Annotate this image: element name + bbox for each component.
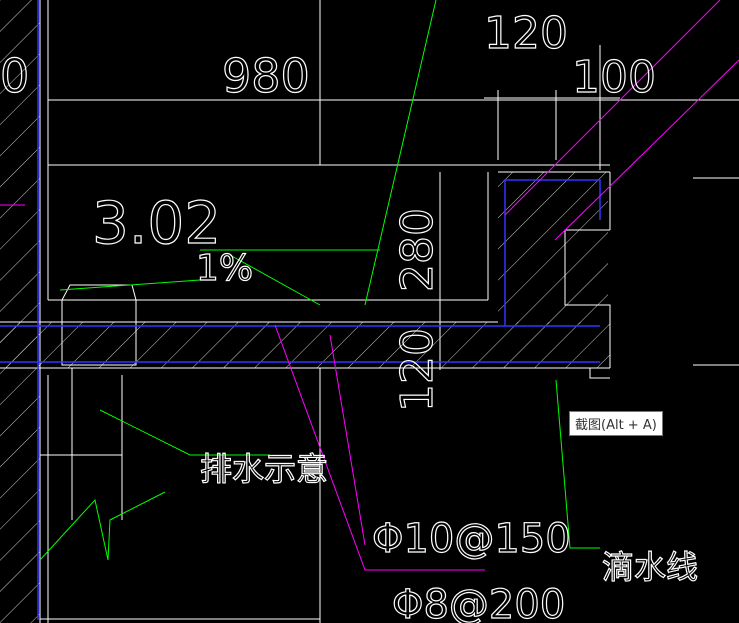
dim-120-top: 120 <box>484 8 568 59</box>
slab-hatch <box>0 322 610 368</box>
beam-hatch <box>498 172 608 324</box>
elevation-label: 3.02 <box>92 189 221 257</box>
slab-outline <box>0 0 601 620</box>
dim-280: 280 <box>392 208 443 292</box>
dim-partial: 0 <box>0 49 29 103</box>
dimension-labels: 0 980 120 100 3.02 1% 280 120 排水示意 Φ10@1… <box>0 7 699 623</box>
dim-100: 100 <box>572 52 656 103</box>
screenshot-tooltip: 截图(Alt + A) <box>569 411 663 436</box>
dim-120-side: 120 <box>392 328 443 412</box>
rebar-leaders <box>0 0 739 571</box>
annotation-leaders <box>39 0 600 561</box>
rebar-label-1: Φ10@150 <box>372 516 571 562</box>
slope-label: 1% <box>196 248 253 289</box>
dim-980: 980 <box>222 49 310 103</box>
drip-line-label: 滴水线 <box>602 548 698 586</box>
rebar-label-2: Φ8@200 <box>392 582 565 623</box>
drainage-note: 排水示意 <box>200 450 328 488</box>
